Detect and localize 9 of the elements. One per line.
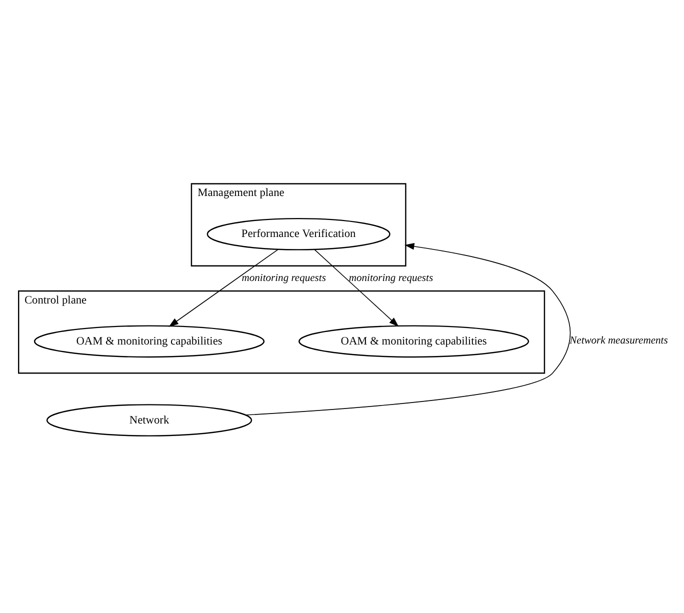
node-ellipse: Performance Verification bbox=[206, 218, 390, 250]
edge-label: monitoring requests bbox=[348, 272, 434, 284]
edge-label: Network measurements bbox=[570, 335, 668, 346]
edge-label: monitoring requests bbox=[242, 272, 326, 284]
arrow bbox=[168, 249, 279, 327]
arrow bbox=[245, 243, 571, 416]
node-ellipse: OAM & monitoring capabilities bbox=[34, 325, 265, 358]
node-ellipse: Network bbox=[46, 404, 252, 436]
node-ellipse: OAM & monitoring capabilities bbox=[298, 325, 530, 358]
